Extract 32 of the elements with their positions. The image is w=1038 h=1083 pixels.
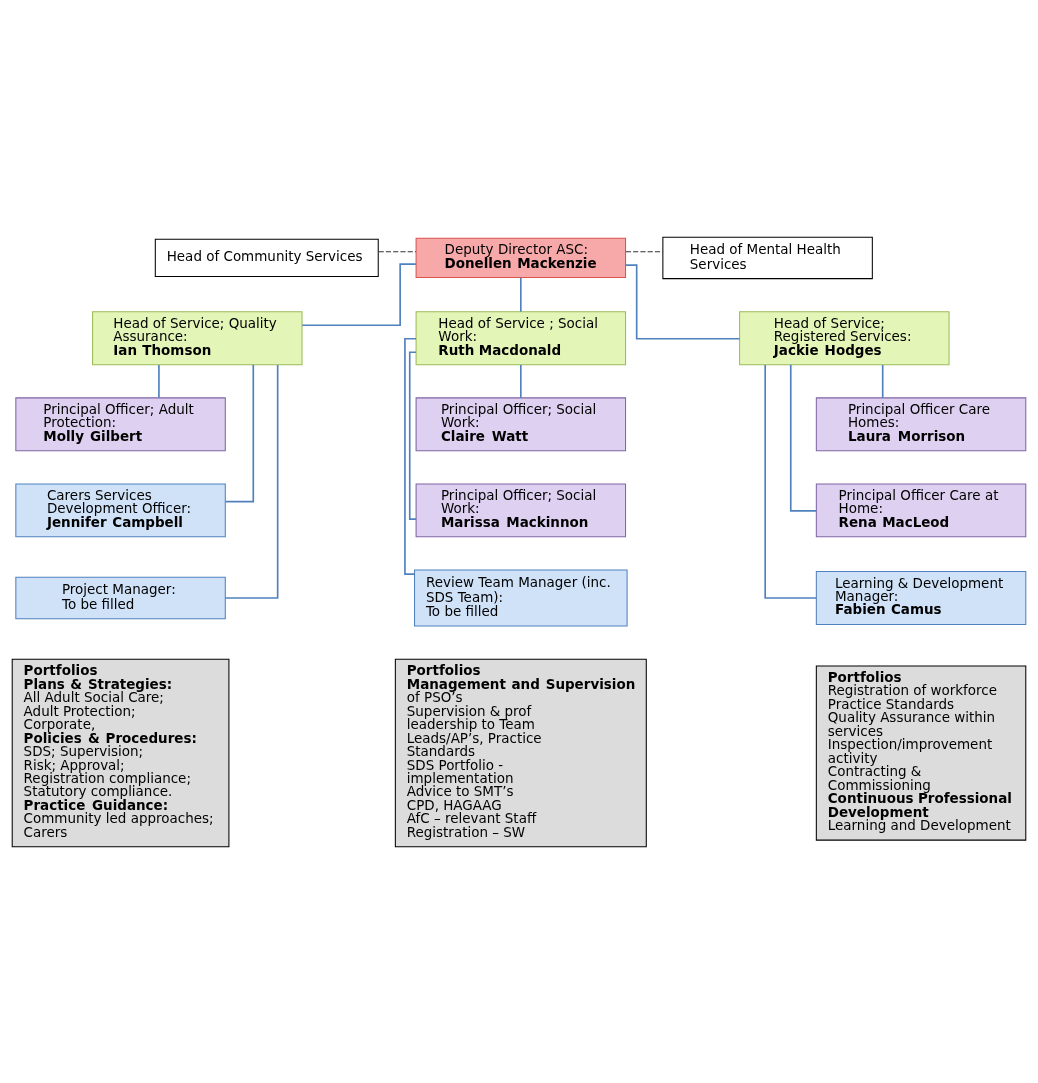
connector: [408, 350, 417, 520]
connector: [519, 363, 522, 399]
node-box: Principal Officer; Adult Protection: Molly Gilbert: [15, 396, 226, 451]
node-box: Project Manager: To be filled: [15, 576, 226, 619]
connector: [764, 363, 818, 599]
node-box: Deputy Director ASC: Donellen Mackenzie: [415, 237, 627, 278]
connector: [624, 263, 741, 340]
node-box: Review Team Manager (inc. SDS Team): To be filled: [414, 569, 628, 626]
node-box: Head of Service; Quality Assurance: Ian Thomson: [92, 310, 303, 365]
node-box: Head of Mental Health Services: [662, 236, 873, 279]
node-box: Principal Officer Care Homes: Laura Morrison: [815, 396, 1027, 451]
connector: [224, 363, 255, 502]
connector: [789, 363, 818, 512]
node-box: Carers Services Development Officer: Jennifer Campbell: [15, 482, 226, 537]
connector: [881, 363, 884, 399]
connector: [158, 363, 160, 399]
node-box: Portfolios Management and Supervision of PSO’s Supervision & prof leadership to Team Leads/AP’s, Practice Standards SDS Portfolio - implementation Advice to SMT’s CPD, HAGAAG AfC – relevant Staff Registration – SW: [394, 658, 647, 847]
connector: [625, 250, 664, 252]
connector: [404, 337, 417, 575]
node-box: Principal Officer; Social Work: Marissa Mackinnon: [415, 482, 627, 537]
connector: [519, 276, 522, 312]
connector: [224, 363, 279, 599]
node-box: Head of Service ; Social Work: Ruth Macdonald: [415, 310, 627, 365]
node-box: Head of Service; Registered Services: Jackie Hodges: [739, 310, 950, 365]
connector: [378, 250, 417, 252]
node-box: Principal Officer; Social Work: Claire Watt: [415, 396, 627, 451]
connector: [301, 262, 417, 326]
node-box: Head of Community Services: [154, 238, 379, 277]
node-box: Learning & Development Manager: Fabien Camus: [815, 570, 1027, 625]
node-box: Portfolios Plans & Strategies: All Adult Social Care; Adult Protection; Corporate, Policies & Procedures: SDS; Supervision; Risk; Approval; Registration compliance; Statutory compliance. Practice Guidance: Community led approaches; Carers: [11, 658, 230, 847]
node-box: Portfolios Registration of workforce Practice Standards Quality Assurance within services Inspection/improvement activity Contracting & Commissioning Continuous Professional Development Learning and Development: [815, 664, 1027, 841]
node-box: Principal Officer Care at Home: Rena MacLeod: [815, 482, 1027, 537]
